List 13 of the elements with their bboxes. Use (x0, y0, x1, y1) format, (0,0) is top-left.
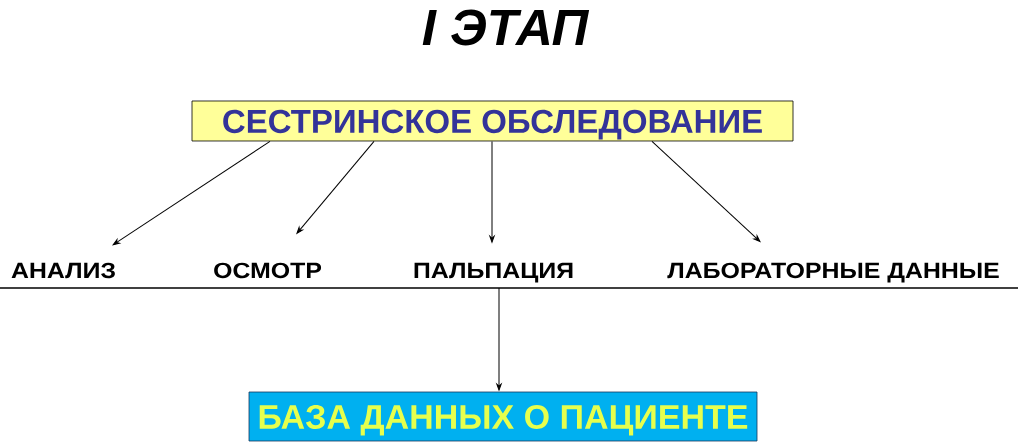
step-label: ОСМОТР (214, 262, 322, 279)
arrow (651, 140, 761, 242)
step-label: ПАЛЬПАЦИЯ (414, 262, 573, 283)
title: I ЭТАП (422, 9, 590, 46)
step-label: АНАЛИЗ (11, 262, 115, 279)
horizontal-line (0, 287, 1018, 289)
step-label: ЛАБОРАТОРНЫЕ ДАННЫЕ (667, 262, 999, 283)
process-box: СЕСТРИНСКОЕ ОБСЛЕДОВАНИЕ (191, 100, 794, 142)
arrow (112, 140, 271, 246)
result-box: БАЗА ДАННЫХ О ПАЦИЕНТЕ (248, 391, 758, 442)
arrow (496, 287, 502, 391)
arrow (489, 140, 495, 243)
arrow (296, 140, 375, 234)
